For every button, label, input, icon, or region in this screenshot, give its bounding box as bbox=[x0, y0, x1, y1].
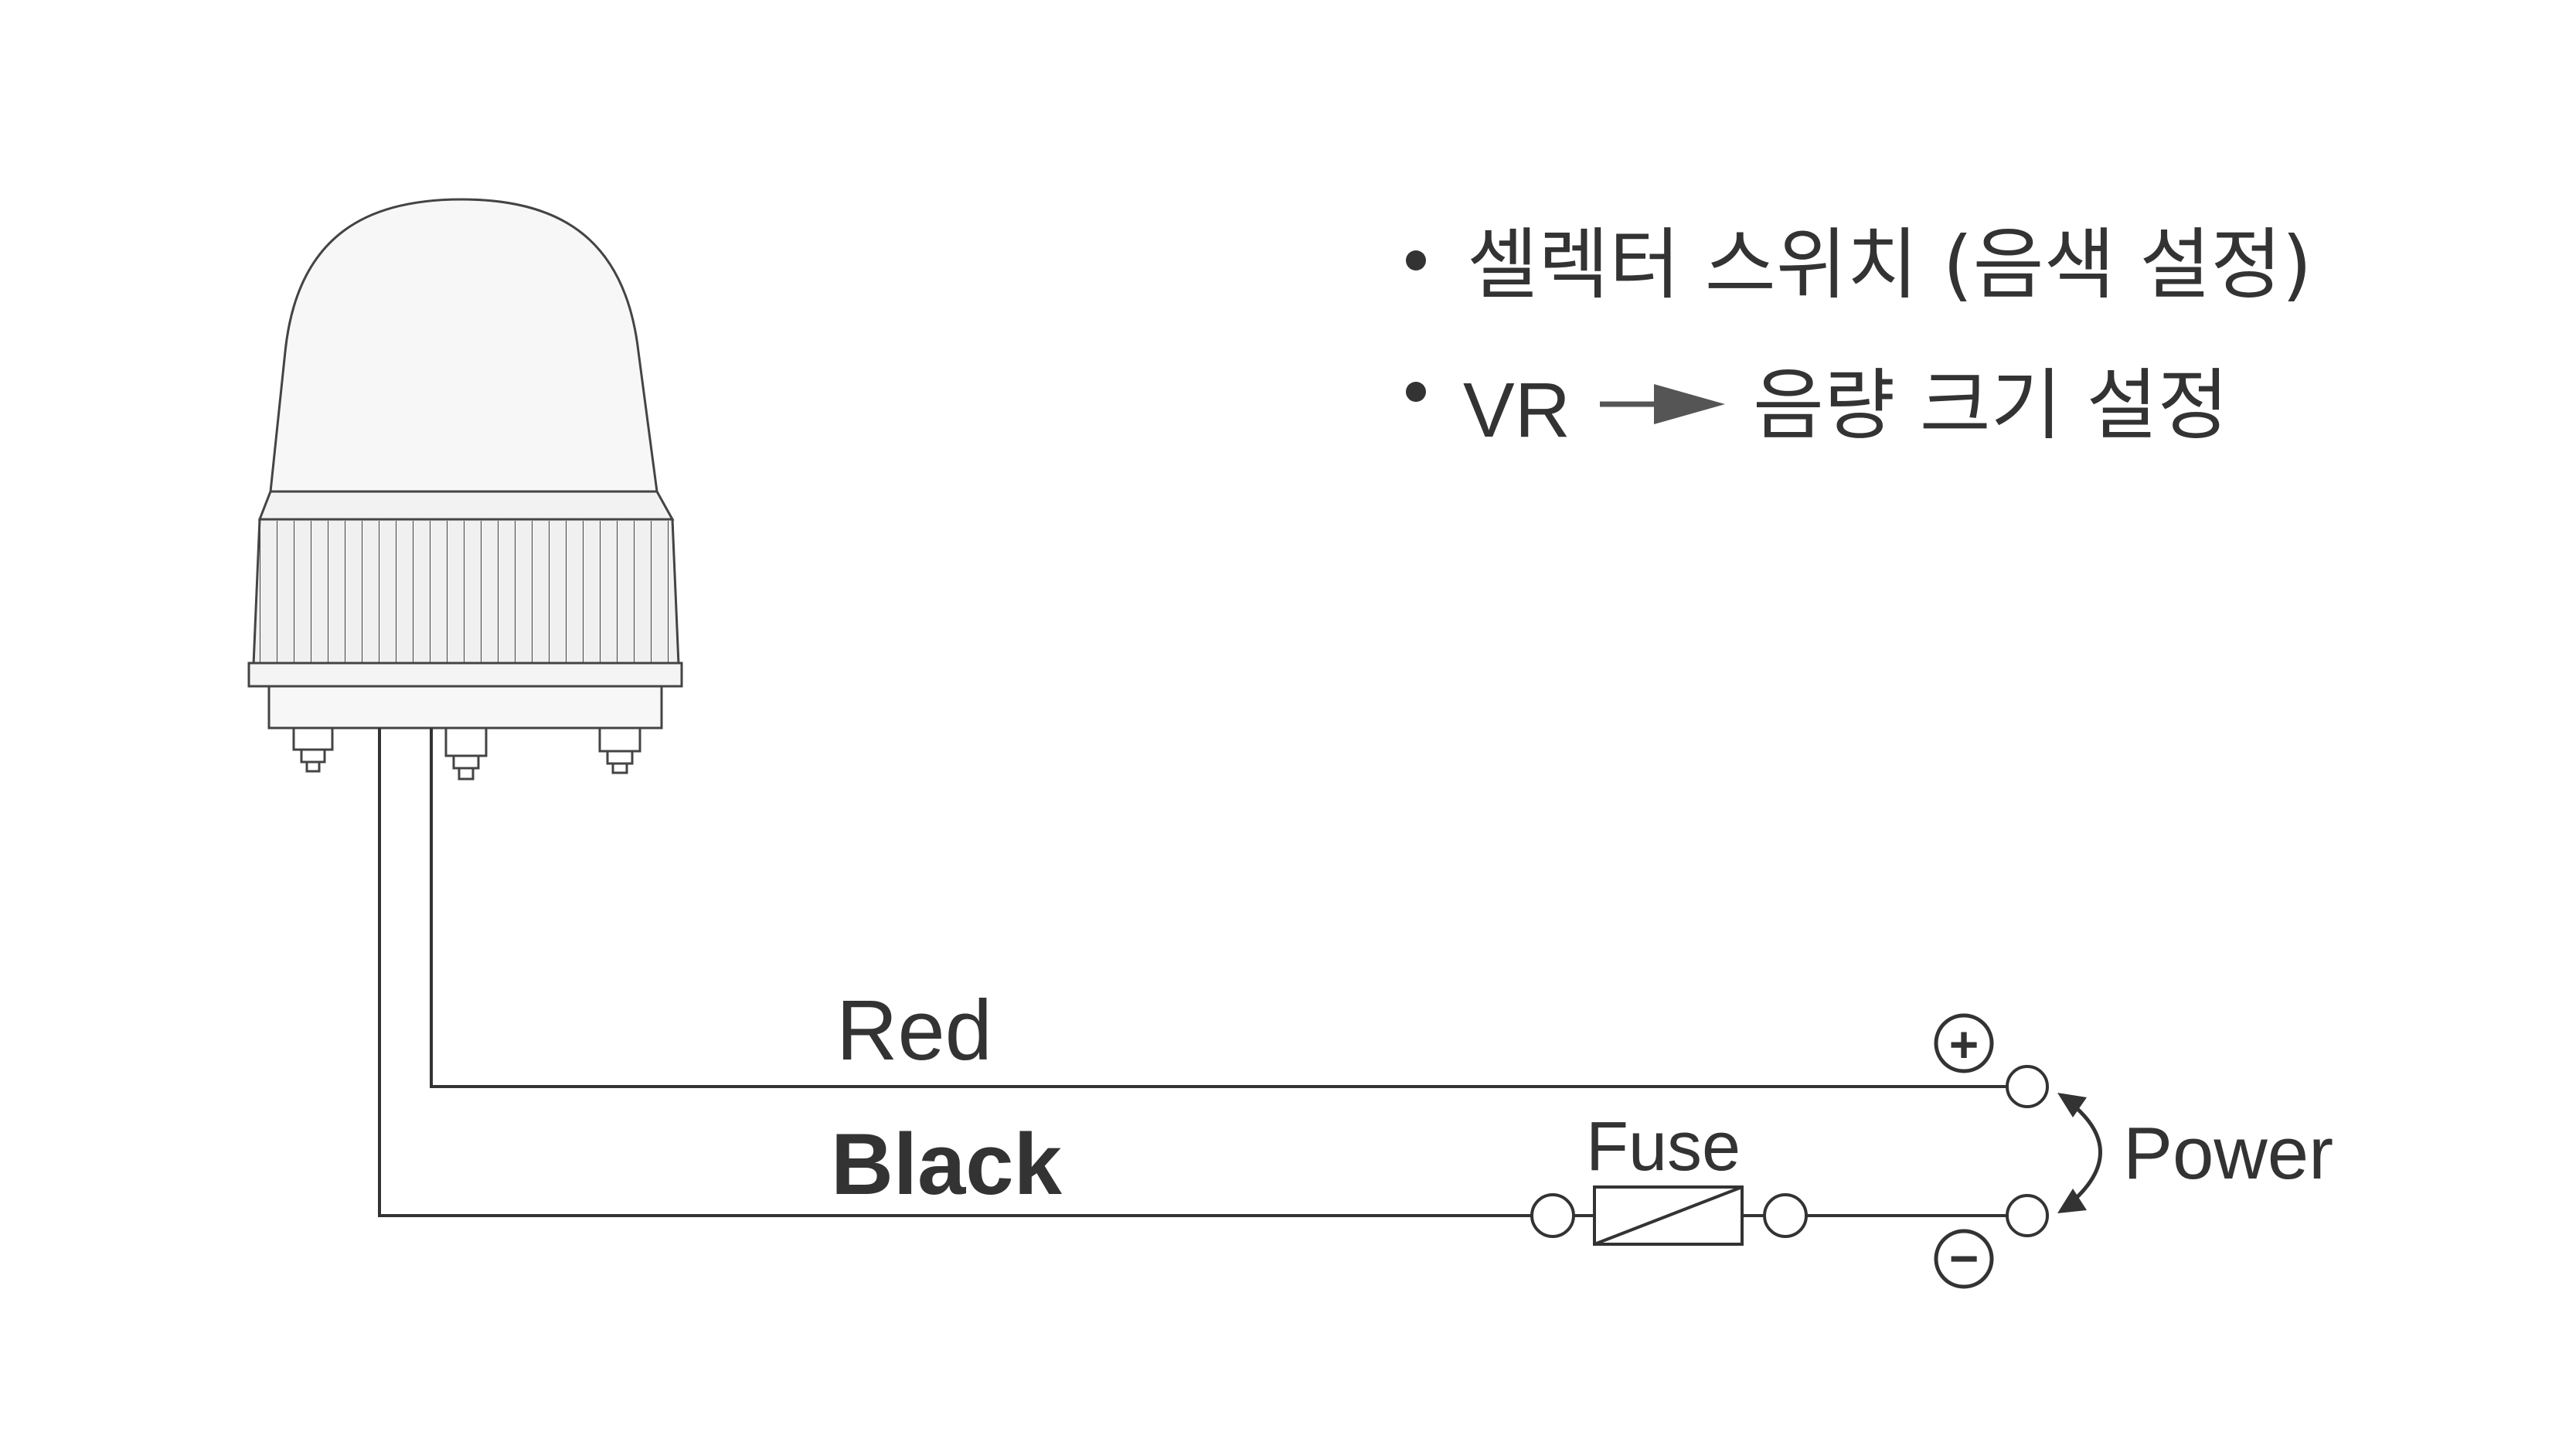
note-volume-setting: 음량 크기 설정 bbox=[1753, 360, 2229, 451]
fuse-label: Fuse bbox=[1586, 1108, 1741, 1185]
red-wire-label: Red bbox=[836, 983, 992, 1078]
plus-terminal-icon: + bbox=[1934, 1013, 1994, 1073]
power-label: Power bbox=[2123, 1112, 2333, 1195]
fuse-symbol-icon bbox=[1530, 1185, 1808, 1246]
bullet-1 bbox=[1406, 250, 1426, 270]
right-arrow-icon bbox=[1600, 384, 1725, 424]
fuse-terminal-left bbox=[1530, 1193, 1575, 1238]
bullet-2 bbox=[1406, 382, 1426, 402]
plus-symbol: + bbox=[1949, 1015, 1979, 1073]
fuse-terminal-right bbox=[1763, 1193, 1808, 1238]
note-selector-switch: 셀렉터 스위치 (음색 설정) bbox=[1467, 219, 2312, 310]
bolt-left bbox=[292, 726, 334, 773]
black-wire-label: Black bbox=[831, 1116, 1063, 1213]
black-wire-lamp-to-fuse bbox=[378, 728, 1532, 1217]
bolt-right bbox=[598, 726, 641, 774]
lamp-ribs bbox=[254, 521, 679, 663]
wiring bbox=[378, 728, 2008, 1217]
lamp-dome bbox=[269, 198, 658, 493]
power-terminal-positive bbox=[2006, 1065, 2049, 1108]
lamp-base bbox=[267, 685, 663, 730]
red-wire bbox=[430, 728, 2008, 1088]
rotating-warning-light-icon bbox=[247, 198, 683, 781]
lamp-flange bbox=[247, 662, 683, 688]
minus-terminal-icon: − bbox=[1934, 1229, 1994, 1289]
notes: 셀렉터 스위치 (음색 설정) VR 음량 크기 설정 bbox=[1406, 219, 2312, 454]
lamp-collar bbox=[257, 490, 675, 521]
bolt-center bbox=[444, 726, 488, 781]
curved-double-arrow-icon bbox=[2057, 1093, 2102, 1213]
minus-symbol: − bbox=[1949, 1230, 1979, 1287]
note-vr-label: VR bbox=[1463, 367, 1570, 454]
power-terminal-negative bbox=[2006, 1194, 2049, 1237]
